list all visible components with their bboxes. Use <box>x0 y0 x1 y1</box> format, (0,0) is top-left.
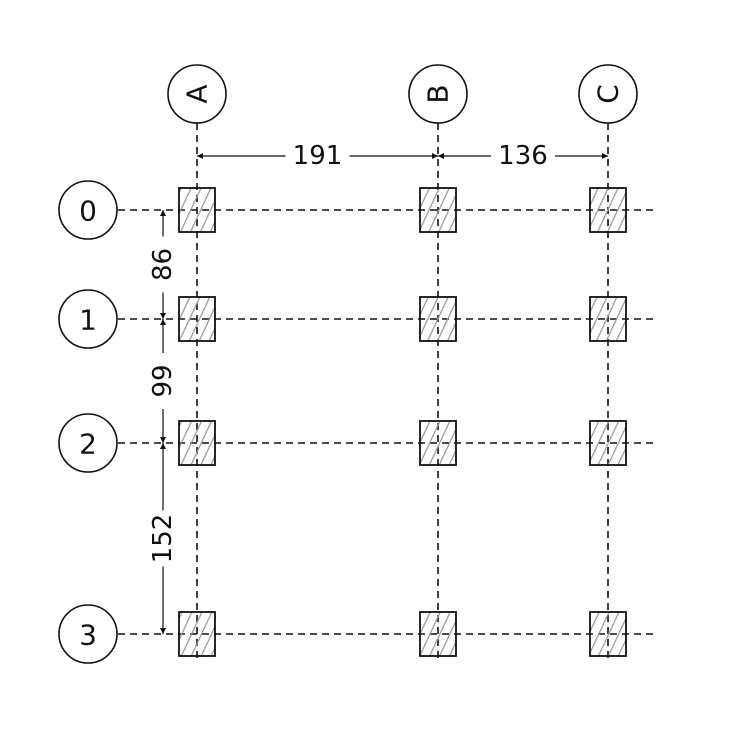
structural-column <box>178 611 216 657</box>
row-bubble <box>58 604 118 664</box>
row-label: 3 <box>79 619 97 652</box>
dimension-text: 191 <box>293 141 343 171</box>
structural-column <box>589 296 627 342</box>
structural-column <box>178 187 216 233</box>
structural-column <box>178 420 216 466</box>
row-bubble <box>58 180 118 240</box>
structural-column <box>419 187 457 233</box>
dimension-text-bg <box>285 142 350 170</box>
structural-column <box>589 611 627 657</box>
row-label: 1 <box>79 304 97 337</box>
column-label: A <box>181 84 214 103</box>
dimension-text: 152 <box>148 514 178 564</box>
column-label: B <box>422 84 455 103</box>
dimension-text: 136 <box>498 141 548 171</box>
dimension-text-bg <box>149 236 177 293</box>
dimension-text-bg <box>491 142 555 170</box>
column-bubble <box>167 64 227 124</box>
column-bubble <box>578 64 638 124</box>
column-label: C <box>592 84 625 104</box>
row-label: 0 <box>79 195 97 228</box>
structural-column <box>419 296 457 342</box>
structural-column <box>419 420 457 466</box>
dimension-text: 86 <box>148 248 178 281</box>
dimension-text-bg <box>149 353 177 409</box>
row-bubble <box>58 413 118 473</box>
structural-column <box>178 296 216 342</box>
column-bubble <box>408 64 468 124</box>
dimension-text-bg <box>149 510 177 567</box>
dimension-text: 99 <box>148 364 178 397</box>
row-label: 2 <box>79 428 97 461</box>
structural-column <box>589 187 627 233</box>
structural-column <box>589 420 627 466</box>
row-bubble <box>58 289 118 349</box>
structural-column <box>419 611 457 657</box>
